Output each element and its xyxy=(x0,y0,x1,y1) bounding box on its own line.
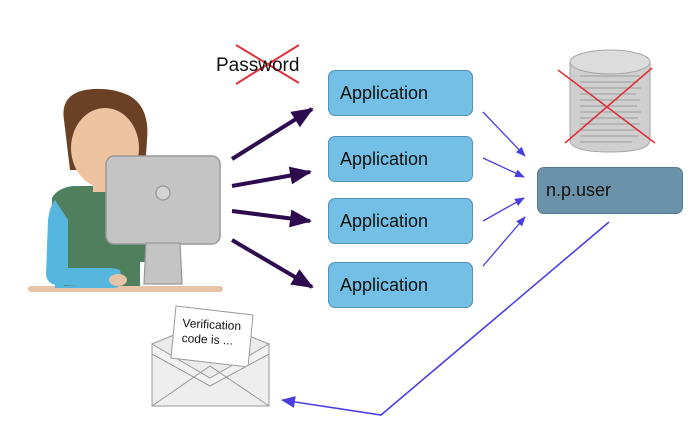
database-text-lines xyxy=(580,75,641,143)
database-top xyxy=(569,49,651,75)
app-to-store-arrow-4 xyxy=(482,216,526,267)
person-at-computer-illustration xyxy=(28,88,223,292)
user-to-app-arrow-3 xyxy=(231,209,312,228)
password-cross-line-2 xyxy=(235,44,300,85)
user-store-label: n.p.user xyxy=(546,180,612,200)
application-label: Application xyxy=(340,210,429,231)
password-label: Password xyxy=(216,55,300,76)
crossed-out-database xyxy=(557,49,656,153)
app-to-user-store-arrows xyxy=(482,111,526,267)
envelope-front xyxy=(151,353,270,407)
user-to-app-arrow-4 xyxy=(230,238,314,289)
application-box-2: Application xyxy=(328,136,473,182)
arm-shape xyxy=(46,200,122,288)
app-to-store-arrow-2 xyxy=(482,157,525,178)
crossed-out-password xyxy=(235,44,300,85)
app-to-store-arrow-1 xyxy=(482,111,526,157)
monitor-stand xyxy=(143,242,183,285)
user-to-app-arrows xyxy=(230,107,314,289)
application-label: Application xyxy=(340,82,429,103)
user-to-app-arrow-2 xyxy=(231,166,312,188)
envelope-icon xyxy=(150,305,271,407)
application-box-4: Application xyxy=(328,262,473,308)
user-to-app-arrow-1 xyxy=(230,107,314,161)
verification-note-text: Verification code is ... xyxy=(181,316,257,350)
application-label: Application xyxy=(340,274,429,295)
hand-shape xyxy=(109,274,127,286)
database-cross-line-2 xyxy=(564,67,653,144)
application-box-1: Application xyxy=(328,70,473,116)
application-label: Application xyxy=(340,148,429,169)
monitor-logo-icon xyxy=(155,185,171,201)
envelope-fold xyxy=(151,365,270,407)
application-box-3: Application xyxy=(328,198,473,244)
user-store-box: n.p.user xyxy=(537,167,683,214)
verification-email-arrow xyxy=(281,221,610,416)
app-to-store-arrow-3 xyxy=(482,197,525,222)
